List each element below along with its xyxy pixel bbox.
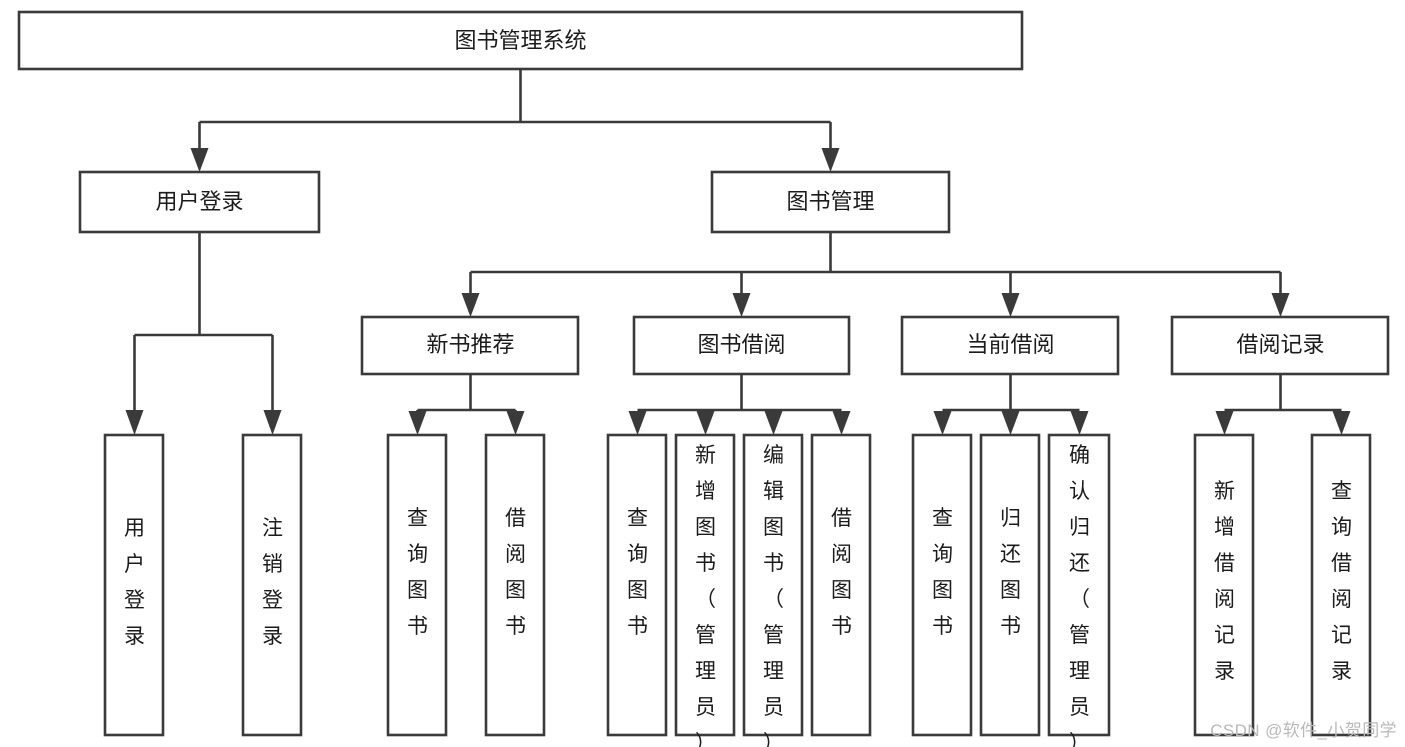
node-leaf-borrow-book-2[interactable]: 借阅图书 [810,433,872,737]
node-user-login[interactable]: 用户登录 [78,170,321,234]
node-leaf-query-borrow-record-box[interactable] [1310,433,1372,737]
arrow-head-leaf-query-book-2 [628,411,647,435]
connector-layer [125,69,1351,435]
node-borrow-record-box[interactable] [1170,315,1390,376]
node-leaf-borrow-book-2-label: 借阅图书 [831,507,852,638]
node-leaf-edit-book-admin-box[interactable] [742,433,804,737]
node-leaf-user-login[interactable]: 用户登录 [103,433,165,737]
csdn-watermark: CSDN @软件_小贺同学 [1210,721,1397,740]
node-leaf-confirm-return-admin-box[interactable] [1047,433,1111,737]
arrow-head-borrow-record [1271,293,1290,317]
node-leaf-confirm-return-admin-label: 确认归还（管理员） [1069,444,1090,747]
node-new-book-recommend-box[interactable] [360,315,580,376]
node-leaf-borrow-book-1-label: 借阅图书 [505,507,526,638]
node-leaf-user-logout[interactable]: 注销登录 [241,433,303,737]
node-leaf-add-borrow-record[interactable]: 新增借阅记录 [1193,433,1255,737]
node-leaf-edit-book-admin-label: 编辑图书（管理员） [763,444,784,747]
node-current-borrow[interactable]: 当前借阅 [900,315,1120,376]
arrow-head-book-borrow [732,293,751,317]
arrow-head-leaf-user-login [125,410,144,435]
node-leaf-query-book-2[interactable]: 查询图书 [606,433,668,737]
node-leaf-query-book-1-box[interactable] [386,433,448,737]
node-leaf-user-login-box[interactable] [103,433,165,737]
node-leaf-borrow-book-1-box[interactable] [484,433,546,737]
arrow-head-leaf-borrow-book-1 [506,411,525,435]
node-user-login-box[interactable] [78,170,321,234]
arrow-head-leaf-borrow-book-2 [832,411,851,435]
node-borrow-record[interactable]: 借阅记录 [1170,315,1390,376]
node-leaf-add-borrow-record-label: 新增借阅记录 [1214,480,1235,683]
node-leaf-query-book-3[interactable]: 查询图书 [911,433,973,737]
node-leaf-query-book-1-label: 查询图书 [407,507,428,638]
node-book-borrow[interactable]: 图书借阅 [632,315,851,376]
node-leaf-borrow-book-1[interactable]: 借阅图书 [484,433,546,737]
node-leaf-query-book-2-label: 查询图书 [627,507,648,638]
arrow-head-leaf-add-borrow-record [1215,411,1234,435]
node-leaf-confirm-return-admin[interactable]: 确认归还（管理员） [1047,433,1111,747]
node-book-borrow-box[interactable] [632,315,851,376]
arrow-head-leaf-edit-book-admin [764,411,783,435]
arrow-head-current-borrow [1001,293,1020,317]
node-user-login-label: 用户登录 [155,189,243,214]
node-leaf-add-borrow-record-box[interactable] [1193,433,1255,737]
node-book-manage[interactable]: 图书管理 [710,170,951,234]
node-new-book-recommend[interactable]: 新书推荐 [360,315,580,376]
arrow-head-leaf-user-logout [263,410,282,435]
node-leaf-query-borrow-record[interactable]: 查询借阅记录 [1310,433,1372,737]
node-leaf-query-book-1[interactable]: 查询图书 [386,433,448,737]
node-root-box[interactable] [17,10,1024,71]
node-current-borrow-label: 当前借阅 [966,332,1054,357]
node-book-manage-box[interactable] [710,170,951,234]
node-current-borrow-box[interactable] [900,315,1120,376]
arrow-head-leaf-add-book-admin [696,411,715,435]
arrow-head-leaf-query-book-1 [408,411,427,435]
node-leaf-user-logout-box[interactable] [241,433,303,737]
arrow-head-new-book-recommend [461,293,480,317]
node-borrow-record-label: 借阅记录 [1236,332,1324,357]
node-leaf-add-book-admin-box[interactable] [674,433,736,737]
node-leaf-return-book-label: 归还图书 [1000,507,1021,638]
node-leaf-return-book-box[interactable] [979,433,1041,737]
node-leaf-query-book-3-label: 查询图书 [932,507,953,638]
node-leaf-add-book-admin[interactable]: 新增图书（管理员） [674,433,736,747]
node-root[interactable]: 图书管理系统 [17,10,1024,71]
node-new-book-recommend-label: 新书推荐 [426,332,514,357]
node-leaf-user-logout-label: 注销登录 [262,517,283,648]
node-root-label: 图书管理系统 [454,28,586,53]
node-book-borrow-label: 图书借阅 [697,332,785,357]
node-leaf-add-book-admin-label: 新增图书（管理员） [695,444,716,747]
arrow-head-user-login [190,148,209,172]
node-leaf-query-borrow-record-label: 查询借阅记录 [1331,480,1352,683]
node-leaf-edit-book-admin[interactable]: 编辑图书（管理员） [742,433,804,747]
arrow-head-leaf-return-book [1001,411,1020,435]
node-leaf-query-book-2-box[interactable] [606,433,668,737]
node-book-manage-label: 图书管理 [786,189,874,214]
node-leaf-query-book-3-box[interactable] [911,433,973,737]
arrow-head-leaf-confirm-return-admin [1070,411,1089,435]
node-leaf-return-book[interactable]: 归还图书 [979,433,1041,737]
arrow-head-leaf-query-book-3 [933,411,952,435]
node-leaf-borrow-book-2-box[interactable] [810,433,872,737]
node-leaf-user-login-label: 用户登录 [124,517,145,648]
arrow-head-leaf-query-borrow-record [1332,411,1351,435]
arrow-head-book-manage [821,148,840,172]
